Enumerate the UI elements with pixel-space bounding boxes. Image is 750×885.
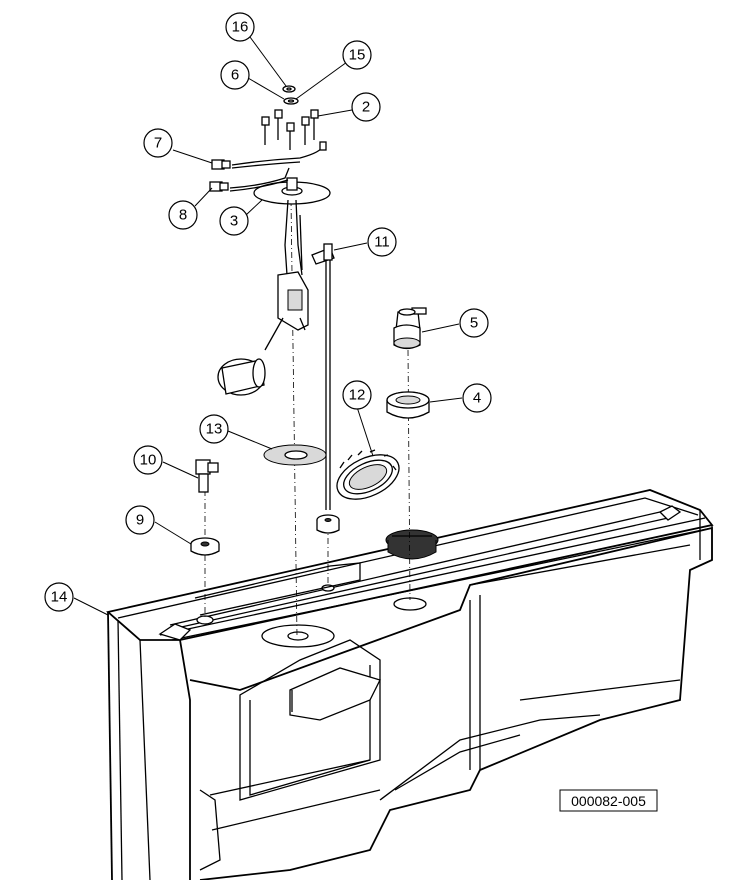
bushing [190,537,220,556]
callout-label-4: 4 [473,390,481,407]
filler-cap-ring [336,449,400,500]
callout-label-6: 6 [231,67,239,84]
filler-neck [385,529,439,560]
grommet [386,391,430,419]
washers [282,85,299,105]
callout-balloon-6: 6 [220,60,250,90]
callout-label-8: 8 [179,207,187,224]
callout-balloon-4: 4 [462,383,492,413]
callout-label-2: 2 [362,99,370,116]
callout-balloon-13: 13 [199,414,229,444]
callout-label-12: 12 [349,387,366,404]
callout-label-14: 14 [51,589,68,606]
callout-balloon-8: 8 [168,200,198,230]
gasket [263,444,327,466]
wire-harnesses [209,141,327,192]
callout-balloon-11: 11 [367,227,397,257]
callout-label-15: 15 [349,47,366,64]
callout-balloon-12: 12 [342,380,372,410]
callout-balloon-9: 9 [125,505,155,535]
fuel-sender-assembly [217,177,331,396]
callout-balloon-14: 14 [44,582,74,612]
callout-label-7: 7 [154,135,162,152]
reference-code-box: 000082-005 [559,789,658,812]
callout-balloon-7: 7 [143,128,173,158]
callout-balloon-15: 15 [342,40,372,70]
elbow-fitting [195,459,219,493]
callout-balloon-10: 10 [133,445,163,475]
callout-label-13: 13 [206,421,223,438]
callout-label-11: 11 [374,234,390,251]
reference-code: 000082-005 [571,793,646,809]
callout-label-3: 3 [230,213,238,230]
vent-valve [393,307,427,350]
pickup-tube [311,243,340,534]
callout-balloon-3: 3 [219,206,249,236]
screws [261,109,319,150]
assembly-center-lines [204,199,411,637]
callout-label-9: 9 [136,512,144,529]
callout-leaders [73,36,463,616]
callout-balloon-5: 5 [459,308,489,338]
callout-balloon-2: 2 [351,92,381,122]
callout-label-10: 10 [140,452,157,469]
callout-label-16: 16 [232,19,249,36]
callout-balloon-16: 16 [225,12,255,42]
callout-label-5: 5 [470,315,478,332]
fuel-tank [106,489,714,881]
